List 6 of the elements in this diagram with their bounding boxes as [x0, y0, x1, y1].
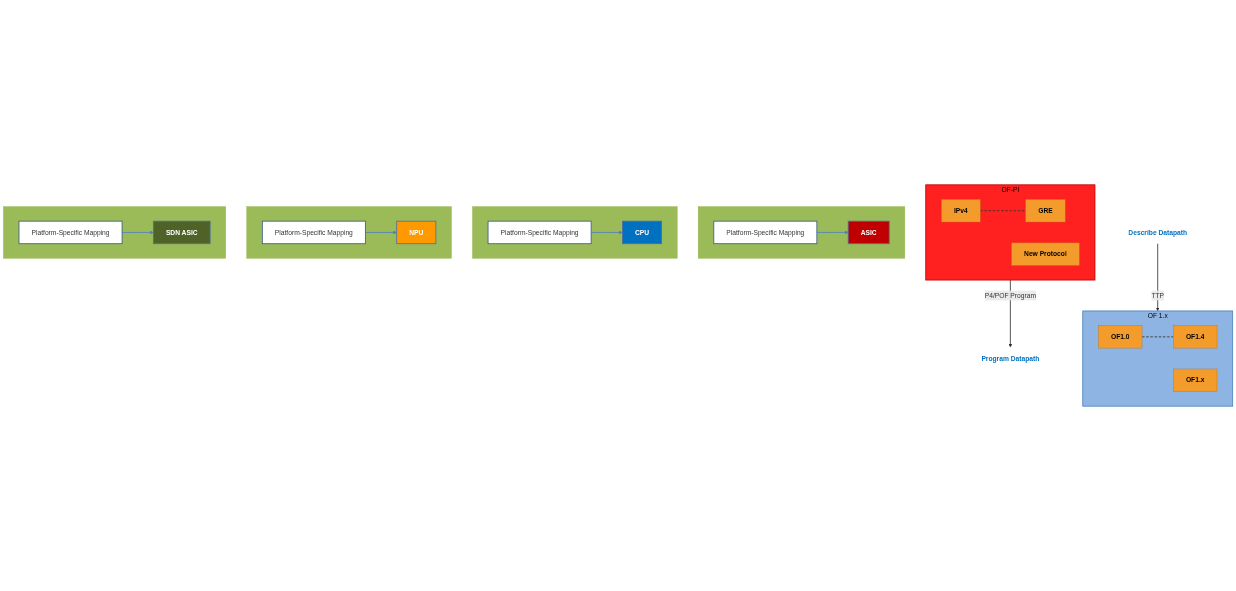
cluster: [3, 206, 226, 259]
cluster: [472, 206, 678, 259]
connector: [979, 210, 1027, 212]
cluster: [697, 206, 906, 259]
cluster: [246, 206, 452, 259]
connector: [1141, 336, 1174, 338]
